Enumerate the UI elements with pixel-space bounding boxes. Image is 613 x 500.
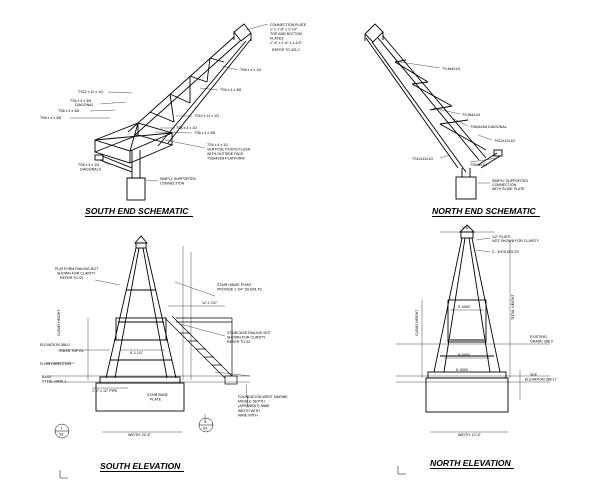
label-ts8-mid: TS8 x 4 x 3/8: [58, 109, 79, 113]
section-marker-2-top: 4: [205, 420, 207, 424]
label-north-d1: 5'-0000: [458, 305, 470, 309]
label-conn-dims: 1" x 1'-8" x 1'-10": [270, 28, 298, 32]
label-ts4: TS4 x 4 x 1/2: [207, 143, 228, 147]
south-elevation-tower: [95, 235, 185, 412]
label-dim-12b: 1'-2" x 12" PIPE: [92, 389, 118, 393]
label-ts10: TS10 x 12 x 1/2: [194, 114, 219, 118]
south-elevation-dims: [45, 246, 251, 433]
label-ts8-12: TS8 x 4 x 1/2: [176, 126, 197, 130]
north-schematic-title: NORTH END SCHEMATIC: [432, 206, 537, 216]
north-schematic-leaders: [399, 61, 499, 184]
label-ts6-44: TS6 x 4 x 1/4: [78, 163, 99, 167]
label-north-ts-mid: TS 8x4x1/4: [462, 113, 480, 117]
label-vertical2: WITH OUTSIDE FACE: [207, 152, 244, 156]
label-found3: (APPARENT) 386B: [238, 404, 269, 408]
label-vertical1: VERTICAL POSTS FLUSH: [207, 148, 251, 152]
label-diagonal: DIAGONAL: [75, 103, 94, 107]
label-stair1: STAIR HINGE POINT: [217, 283, 252, 287]
label-flow: FLOW DIRECTION: [40, 362, 72, 366]
north-end-schematic: TS 8x4x1/4 TS 8x4x1/4 TS6x4x3/8 DIAGONAL…: [364, 23, 540, 217]
label-ts8-top: TS8 x 4 x 1/4: [240, 68, 261, 72]
label-stairrail1: STAIRCASE RAILING NOT: [227, 331, 272, 335]
label-north-bolts: 2 - 3/4"Ø BOLTS: [492, 250, 519, 254]
label-north-sat1: SEE: [530, 373, 538, 377]
label-simply1: SIMPLY SUPPORTED: [160, 177, 197, 181]
label-stairrail2: SHOWN FOR CLARITY: [227, 336, 266, 340]
label-ts6-diag: TS6 x 4 x 3/8: [70, 99, 91, 103]
label-ts8-left: TS8 x 4 x 3/8: [40, 116, 61, 120]
north-elevation: 1'-8" 1/2" PLATE NOT SHOWN FOR CLARITY 2…: [396, 224, 557, 475]
section-marker-2-bottom: S3: [203, 427, 207, 431]
label-vertical3: TS6x4x3/8 PLATFORM: [207, 157, 244, 161]
label-north-clear: CLEAR HEIGHT: [415, 309, 419, 336]
label-north-width: WIDTH: 12'-0": [458, 433, 482, 437]
label-north-sat2: ELEVATION 386.17: [525, 378, 557, 382]
label-truss: TRUSS TOP EL: [58, 349, 84, 353]
label-north-ts8-top: TS 8x4x1/4: [442, 67, 460, 71]
label-north-ts-right: TS12x12x1/2: [494, 139, 515, 143]
south-elevation-title: SOUTH ELEVATION: [100, 461, 181, 471]
label-ts6-38: TS6 x 4 x 3/8: [220, 88, 241, 92]
label-stair2: PROVIDE 1 1/4" SS BOLTS: [217, 288, 262, 292]
label-conn-plates: PLATES: [270, 37, 284, 41]
label-north-existing1: EXISTING: [530, 335, 547, 339]
north-schematic-frame: [364, 23, 503, 200]
label-north-existing2: GRADE 386.0: [530, 340, 553, 344]
south-end-schematic: CONNECTION PLATE 1" x 1'-8" x 1'-10" TOP…: [40, 23, 307, 217]
label-found5: WIRE WITH: [238, 414, 258, 418]
label-north-dim-top: 1'-8": [462, 226, 470, 230]
label-conn-plate: CONNECTION PLATE: [270, 23, 307, 27]
label-ts8-38b: TS8 x 4 x 3/8: [194, 131, 215, 135]
label-ts12: TS12 x 12 x 1/2: [78, 90, 103, 94]
north-elevation-tower: [425, 224, 509, 413]
north-elevation-title: NORTH ELEVATION: [430, 458, 511, 468]
south-schematic-title: SOUTH END SCHEMATIC: [85, 206, 189, 216]
label-north-plate2: NOT SHOWN FOR CLARITY: [492, 239, 540, 243]
label-platform2: SHOWN FOR CLARITY: [57, 272, 96, 276]
label-base2: STEEL GRID 1: [42, 380, 66, 384]
label-dim-12: 12'-1 1/2": [202, 301, 218, 305]
north-elevation-axis-marker: [397, 466, 406, 475]
label-simply2: CONNECTION: [160, 182, 185, 186]
label-north-ts-left: TS12x12x1/2: [412, 157, 433, 161]
label-stair-base: STAIR BASE: [147, 393, 169, 397]
north-elevation-dims: [396, 231, 550, 433]
label-plate: PLATE: [150, 398, 162, 402]
label-width: WIDTH: 22'-6": [128, 433, 152, 437]
section-marker-1-bottom: S3: [59, 433, 63, 437]
label-north-ts-diag: TS6x4x3/8 DIAGONAL: [470, 125, 507, 129]
label-refer: REFER TO 4/S-2: [272, 48, 300, 52]
section-marker-1-top: 1: [61, 426, 63, 430]
label-elev: ELEVATION 386.0: [40, 343, 70, 347]
label-found2: MIDDLE DEPTH: [238, 400, 265, 404]
south-elevation: 1 S3 4 S3 PLATFORM RAILING NOT SHOWN FOR…: [40, 235, 288, 479]
label-base1: BASE: [42, 375, 52, 379]
label-north-total: TOTAL HEIGHT: [511, 294, 515, 320]
label-diagonals: DIAGONALS: [80, 168, 102, 172]
label-platform3: REFER TO S2: [60, 276, 83, 280]
label-north-simply3: WITH SLIDE PLATE: [492, 187, 525, 191]
label-north-d2: 8'-0000: [458, 353, 470, 357]
label-platform1: PLATFORM RAILING NOT: [55, 267, 99, 271]
label-dim-6: 6'-1 1/2": [130, 351, 144, 355]
label-conn-top: TOP AND BOTTOM: [270, 32, 302, 36]
label-north-simply2: CONNECTION: [492, 183, 517, 187]
label-north-ts-low: TS6x4x1/4: [470, 163, 487, 167]
label-found1: FOUNDATION WEST MARINE: [238, 395, 288, 399]
label-north-d3: 6'-0000: [456, 368, 468, 372]
label-found4: WIDTH WITH: [238, 409, 260, 413]
south-elevation-stair: [164, 315, 238, 385]
south-schematic-frame: [93, 23, 252, 201]
south-elevation-axis-marker: [59, 470, 68, 479]
label-stairrail3: REFER TO S2: [227, 340, 250, 344]
label-north-simply1: SIMPLY SUPPORTED: [492, 179, 529, 183]
label-north-plate1: 1/2" PLATE: [492, 235, 511, 239]
label-clear: CLEAR HEIGHT: [57, 309, 61, 336]
label-conn-dims2: 1"-6" x 1'-6" x 1-1/2": [270, 41, 303, 45]
south-schematic-leaders: [70, 23, 269, 182]
